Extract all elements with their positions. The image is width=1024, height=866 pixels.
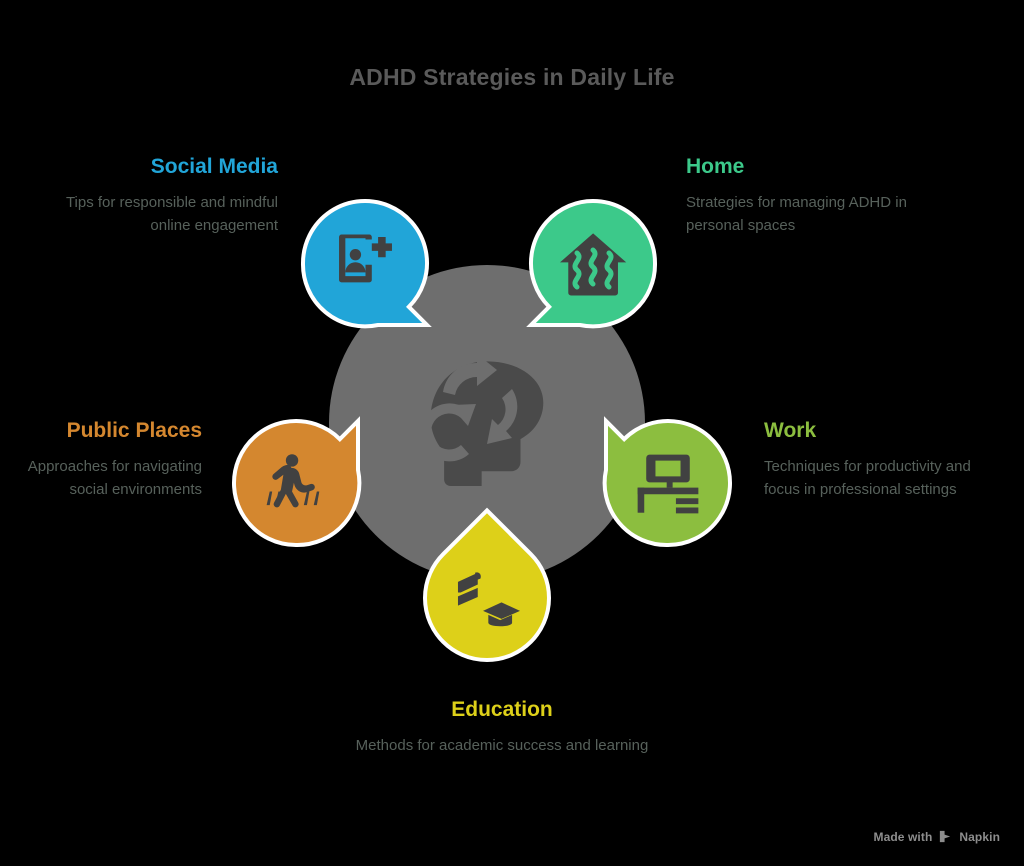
pin-public-places[interactable] [232,416,362,548]
node-description-home: Strategies for managing ADHD in personal… [686,194,907,235]
node-title-home: Home [686,155,745,178]
page-title: ADHD Strategies in Daily Life [349,64,675,90]
pin-shape [423,507,551,662]
book-graduation-cap-icon [457,572,520,627]
cycle-arrows-glyph [420,354,518,462]
pin-shape [300,199,432,329]
node-label-public-places: Public Places Approaches for navigating … [18,419,202,502]
node-description-work: Techniques for productivity and focus in… [764,458,971,499]
node-title-social-media: Social Media [150,155,278,178]
napkin-watermark[interactable]: Made with Napkin [873,829,1000,844]
watermark-prefix: Made with [873,829,933,844]
napkin-logo-icon [938,829,953,844]
node-title-public-places: Public Places [66,419,202,442]
pedestrian-crossing-icon [266,454,320,508]
center-hub [329,265,645,581]
pin-education[interactable] [423,507,551,662]
node-label-work: Work Techniques for productivity and foc… [764,419,988,502]
pin-home[interactable] [526,199,658,329]
node-label-social-media: Social Media Tips for responsible and mi… [46,155,278,238]
node-description-education: Methods for academic success and learnin… [355,737,649,755]
node-label-education: Education Methods for academic success a… [352,698,652,758]
watermark-brand: Napkin [959,829,1000,844]
node-title-work: Work [764,419,817,442]
pin-work[interactable] [602,416,732,548]
profile-add-phone-icon [339,234,392,283]
node-description-public-places: Approaches for navigating social environ… [27,458,202,499]
house-steam-lines [572,247,614,290]
pin-social-media[interactable] [300,199,432,329]
desk-monitor-icon [637,454,699,514]
node-description-social-media: Tips for responsible and mindful online … [65,194,278,235]
node-label-home: Home Strategies for managing ADHD in per… [686,155,926,238]
node-title-education: Education [451,698,553,721]
